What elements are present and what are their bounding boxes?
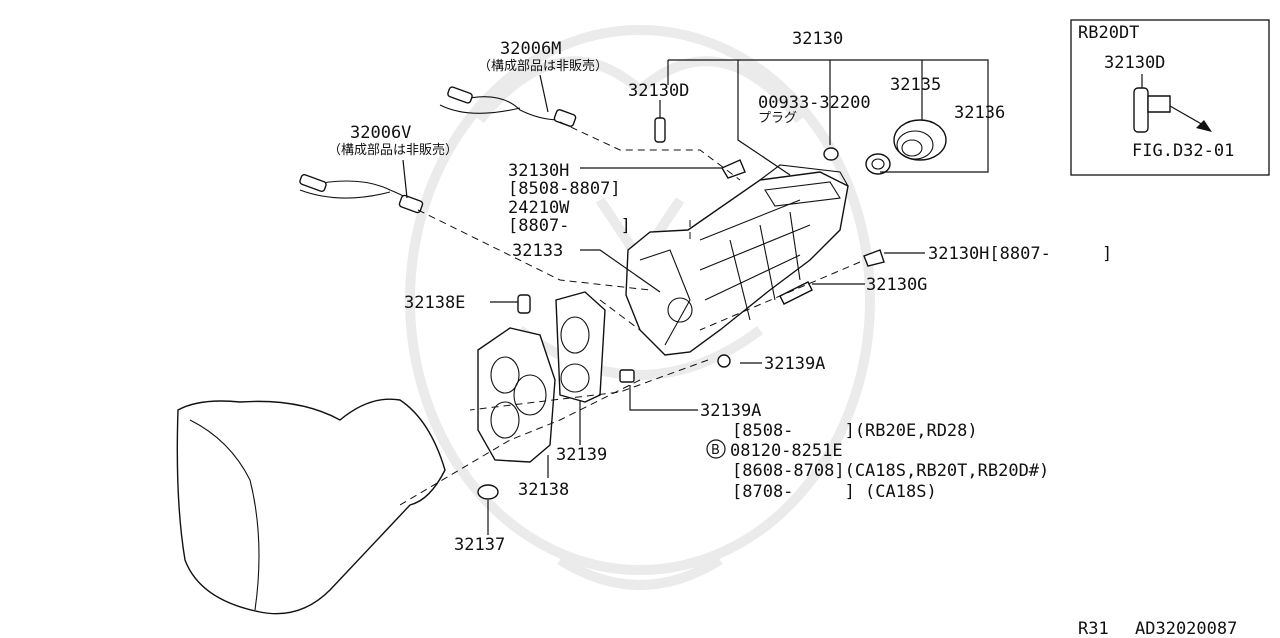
plug-32137: [477, 484, 499, 500]
bolt-32130G: [779, 281, 813, 305]
label-32139: 32139: [556, 445, 607, 465]
label-32006V-note: （構成部品は非販売）: [328, 142, 458, 158]
label-32139A-2: 32139A: [700, 401, 761, 421]
bolt-circle-icon: [706, 439, 726, 459]
label-32006M: 32006M: [500, 39, 561, 59]
label-32136: 32136: [954, 103, 1005, 123]
label-32138: 32138: [518, 480, 569, 500]
label-32139A-1: 32139A: [764, 354, 825, 374]
pin-32130D: [654, 117, 666, 143]
label-32130H-8807: 32130H[8807- ]: [928, 244, 1112, 264]
leader-lines: [399, 59, 989, 535]
front-cover-32138: [477, 327, 556, 463]
label-32006V: 32006V: [350, 123, 411, 143]
bolt-32139A: [717, 354, 731, 368]
label-32133: 32133: [512, 241, 563, 261]
label-date-8508-8807: [8508-8807]: [508, 179, 621, 199]
inset-pin-icon: [1133, 87, 1149, 133]
inset-part-32130D: 32130D: [1104, 53, 1165, 73]
label-bolt-circle: B: [711, 443, 720, 458]
inset-rb20dt: RB20DT 32130D FIG.D32-01: [1070, 19, 1270, 176]
switch-32006V: [299, 174, 424, 214]
bearing-32135: [893, 119, 947, 161]
inset-ref-fig: FIG.D32-01: [1132, 141, 1234, 161]
boot-32138E: [517, 294, 531, 314]
footer: R31 AD32020087: [1078, 619, 1237, 638]
label-date-8807: [8807- ]: [508, 216, 631, 236]
label-32130G: 32130G: [866, 275, 927, 295]
label-08120-8251E: 08120-8251E: [730, 441, 843, 461]
part-labels: 32130 32006M （構成部品は非販売） 32130D 00933-322…: [328, 29, 1112, 555]
bolt-32139A-2: [619, 369, 635, 383]
watermark-emblem: [405, 25, 875, 590]
label-32138E: 32138E: [404, 293, 465, 313]
label-32006M-note: （構成部品は非販売）: [478, 58, 608, 74]
arrow-icon: [1196, 120, 1212, 132]
clip-32130H-2: [863, 249, 885, 267]
label-32130D: 32130D: [628, 81, 689, 101]
bell-housing: [176, 398, 446, 615]
adapter-plate-32139: [555, 291, 606, 403]
label-date-8708: [8708- ] (CA18S): [732, 482, 937, 502]
label-32135: 32135: [890, 75, 941, 95]
label-00933-32200: 00933-32200: [758, 93, 871, 113]
switch-32006M: [439, 86, 577, 127]
plug-00933: [823, 147, 839, 161]
label-plug: プラグ: [758, 111, 797, 126]
footer-model: R31: [1078, 619, 1109, 638]
footer-code: AD32020087: [1135, 619, 1237, 638]
label-date-8608-8708: [8608-8708](CA18S,RB20T,RB20D#): [732, 461, 1049, 481]
seal-32136: [865, 153, 891, 175]
transmission-case-32130: [625, 164, 849, 356]
label-32130: 32130: [792, 29, 843, 49]
label-date-8508-rb: [8508- ](RB20E,RD28): [732, 421, 978, 441]
clip-32130H: [720, 159, 746, 179]
label-32137: 32137: [454, 535, 505, 555]
inset-title: RB20DT: [1078, 23, 1139, 43]
label-24210W: 24210W: [508, 198, 570, 218]
label-32130H: 32130H: [508, 161, 569, 181]
